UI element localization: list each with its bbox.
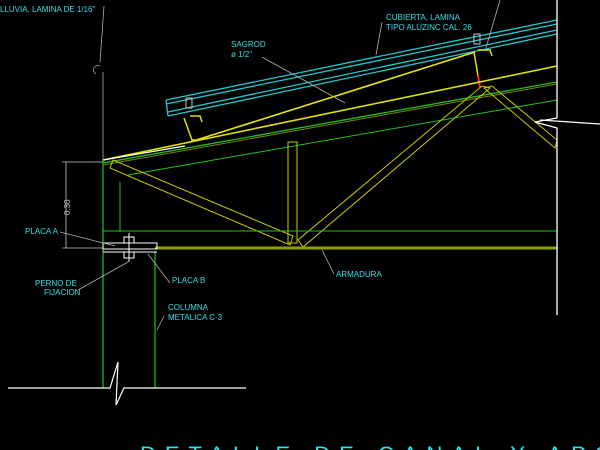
sagrod-label-1: SAGROD (231, 40, 266, 49)
ground-line (8, 361, 246, 406)
anchor-bolt (123, 233, 135, 262)
plate-a-label: PLACA A (25, 227, 59, 236)
roof-sheet (165, 19, 558, 117)
purlin-clip-left (183, 97, 203, 141)
sag-rod (189, 51, 476, 143)
truss-web (109, 85, 558, 248)
sagrod-label-2: ø 1/2" (231, 50, 252, 59)
wall (534, 0, 600, 315)
column-label-2: METALICA C-3 (168, 313, 223, 322)
cover-label-2: TIPO ALUZINC CAL. 26 (386, 23, 472, 32)
gutter-label: LLUVIA, LAMINA DE 1/16" (0, 5, 95, 14)
top-chord (102, 65, 558, 176)
bolt-label-1: PERNO DE (35, 279, 77, 288)
bolt-label-2: FIJACION (44, 288, 81, 297)
dimension-text: 0.30 (63, 199, 72, 215)
column-label-1: COLUMNA (168, 303, 209, 312)
plate-b-label: PLACA B (172, 276, 205, 285)
metal-column (102, 160, 156, 388)
bottom-chord (103, 230, 557, 250)
truss-label: ARMADURA (336, 270, 382, 279)
leaders (59, 0, 501, 331)
cover-label-1: CUBIERTA, LAMINA (386, 13, 461, 22)
drawing-title: DETALLE DE CANAL Y APOYO (140, 442, 600, 450)
plate-a (102, 242, 158, 253)
